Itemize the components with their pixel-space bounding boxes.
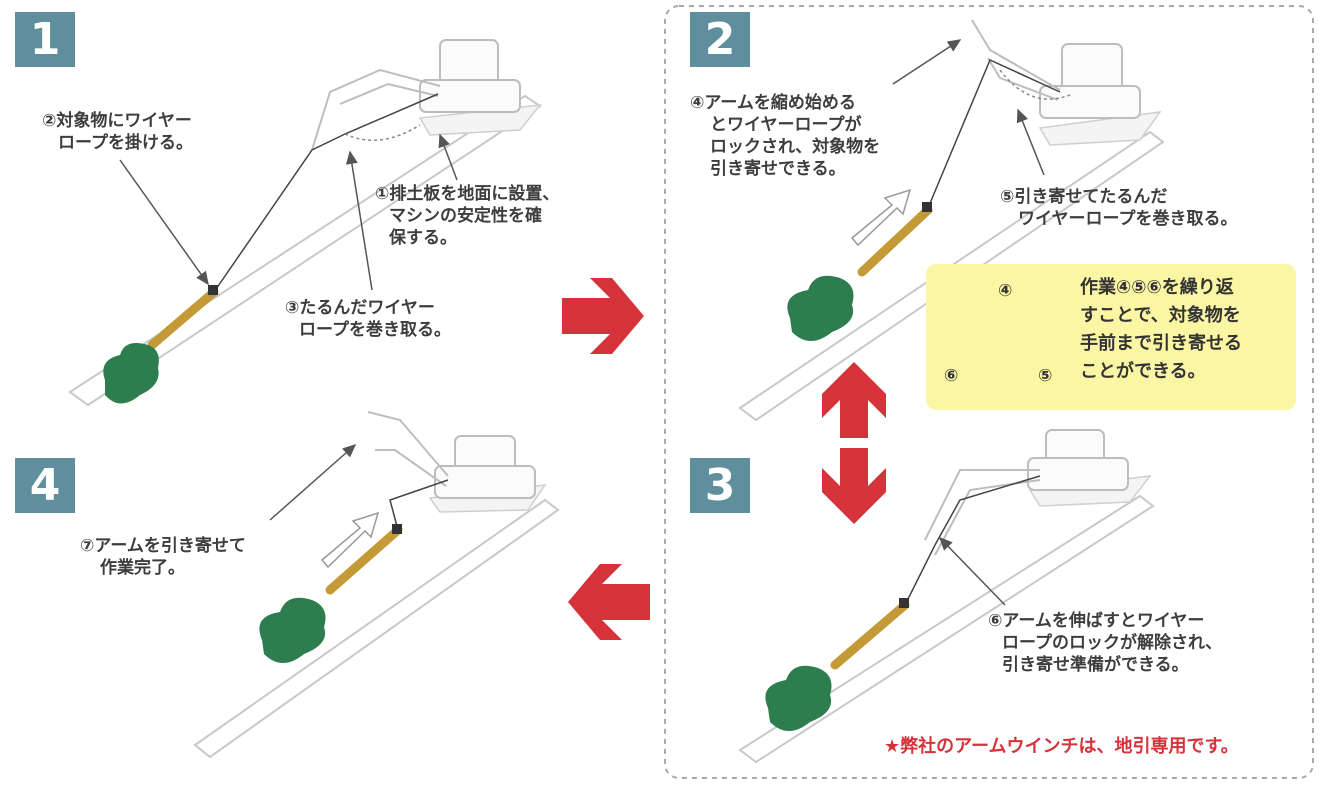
pointer-line	[938, 536, 1006, 606]
log	[857, 205, 933, 277]
step-number: 2	[704, 13, 736, 65]
excavator	[971, 19, 1141, 119]
log	[147, 287, 219, 350]
hook	[922, 202, 932, 212]
footnote: ★弊社のアームウインチは、地引専用です。	[884, 736, 1239, 757]
tree	[765, 665, 832, 731]
wire-rope	[927, 58, 1061, 209]
pointer-line	[438, 133, 458, 181]
note-step-3: ③たるんだワイヤー ロープを巻き取る。	[285, 298, 451, 340]
cycle-label-4: ④	[998, 281, 1013, 301]
scene-4	[193, 411, 560, 759]
scene-1	[68, 39, 542, 407]
pointer-line	[345, 150, 373, 291]
arrow-right-icon	[562, 278, 644, 354]
tree	[259, 597, 326, 663]
note-step-7: ⑦アームを引き寄せて 作業完了。	[80, 536, 246, 578]
hook	[392, 524, 402, 534]
step-badge-1: 1	[15, 12, 75, 67]
wire-rope	[904, 475, 1041, 606]
cycle-label-6: ⑥	[944, 366, 959, 386]
hook	[208, 285, 218, 295]
step-badge-4: 4	[15, 458, 75, 513]
step-badge-3: 3	[690, 458, 750, 513]
hook	[899, 598, 909, 608]
step-badge-2: 2	[690, 12, 750, 67]
slack-rope	[344, 124, 421, 141]
motion-arrow	[320, 511, 380, 569]
excavator	[311, 39, 521, 151]
log	[325, 525, 403, 595]
wire-rope	[389, 479, 449, 531]
slack-rope	[999, 69, 1071, 100]
motion-arrow	[850, 188, 912, 247]
step-number: 1	[29, 13, 61, 65]
excavator	[367, 411, 536, 499]
pointer-line	[892, 39, 962, 85]
note-step-4: ④アームを縮め始める とワイヤーロープが ロックされ、対象物を 引き寄せできる。	[690, 93, 881, 179]
cycle-description: 作業④⑤⑥を繰り返 すことで、対象物を 手前まで引き寄せる ことができる。	[1080, 277, 1242, 382]
slope	[193, 498, 560, 759]
step-number: 4	[29, 459, 61, 511]
log	[830, 600, 910, 670]
cycle-highlight-box	[926, 264, 1296, 410]
tree	[103, 342, 159, 404]
scene-3	[738, 429, 1155, 764]
note-step-5: ⑤引き寄せてたるんだ ワイヤーロープを巻き取る。	[1000, 187, 1238, 229]
cycle-label-5: ⑤	[1038, 366, 1053, 386]
pointer-line	[119, 159, 209, 286]
arrow-down-icon	[822, 448, 886, 524]
pointer-line	[269, 444, 357, 521]
note-step-1: ①排土板を地面に設置、 マシンの安定性を確 保する。	[375, 184, 560, 248]
pointer-line	[1016, 108, 1045, 176]
step-number: 3	[704, 459, 736, 511]
arrow-up-icon	[822, 362, 886, 438]
tree	[787, 275, 854, 341]
panel-border	[664, 5, 1314, 779]
wire-rope	[213, 93, 439, 293]
arrow-left-icon	[568, 564, 650, 640]
note-step-6: ⑥アームを伸ばすとワイヤー ロープのロックが解除され、 引き寄せ準備ができる。	[988, 611, 1223, 675]
note-step-2: ②対象物にワイヤー ロープを掛ける。	[42, 111, 193, 153]
slope	[738, 494, 1155, 764]
